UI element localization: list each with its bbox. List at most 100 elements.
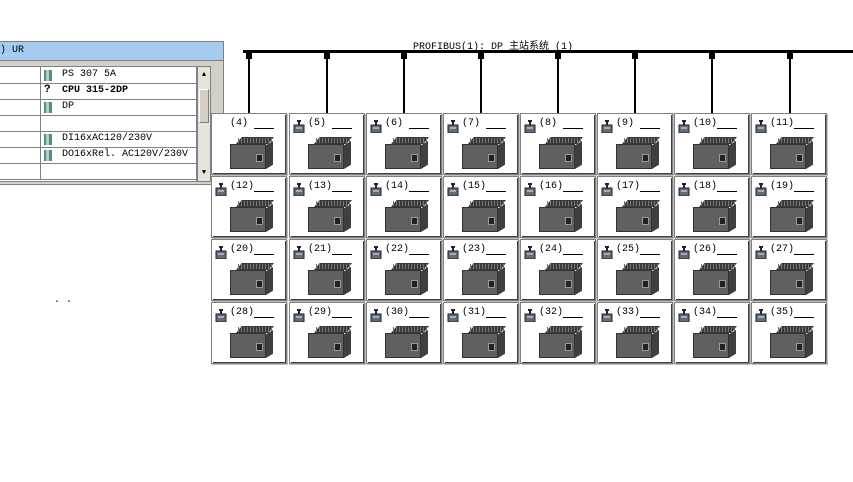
dp-slave-icon <box>678 120 690 134</box>
rack-slot-row[interactable]: DP <box>0 99 196 116</box>
slave-name-underline <box>486 317 506 318</box>
profibus-label: PROFIBUS(1): DP 主站系统 (1) <box>413 42 574 53</box>
slave-name-underline <box>794 317 814 318</box>
dp-slave-station[interactable]: (8) <box>520 113 596 175</box>
et200-device-icon <box>462 263 506 295</box>
dp-slave-station[interactable]: (23) <box>443 239 519 301</box>
dp-slave-icon <box>601 183 613 197</box>
slave-name-underline <box>409 128 429 129</box>
dp-slave-icon <box>755 183 767 197</box>
dp-slave-station[interactable]: (21) <box>289 239 365 301</box>
dp-slave-station[interactable]: (17) <box>597 176 673 238</box>
dp-slave-icon <box>601 246 613 260</box>
scroll-thumb[interactable] <box>199 89 209 123</box>
bus-drop-line <box>555 53 561 113</box>
et200-device-icon <box>230 137 274 169</box>
dp-slave-station[interactable]: (32) <box>520 302 596 364</box>
slave-name-underline <box>794 191 814 192</box>
et200-device-icon <box>462 200 506 232</box>
slave-address-label: (19) <box>770 181 795 192</box>
dp-slave-station[interactable]: (31) <box>443 302 519 364</box>
module-icon <box>44 70 52 81</box>
module-label: DO16xRel. AC120V/230V <box>62 149 189 160</box>
dp-slave-station[interactable]: (7) <box>443 113 519 175</box>
dp-slave-icon <box>215 183 227 197</box>
slave-name-underline <box>332 128 352 129</box>
dp-slave-icon <box>524 120 536 134</box>
rack-scrollbar[interactable]: ▲ ▼ <box>197 66 211 182</box>
dp-slave-station[interactable]: (18) <box>674 176 750 238</box>
dp-slave-station[interactable]: (15) <box>443 176 519 238</box>
dp-slave-station[interactable]: (26) <box>674 239 750 301</box>
rack-slot-row[interactable] <box>0 115 196 132</box>
dp-slave-station[interactable]: (19) <box>751 176 827 238</box>
rack-slot-row[interactable]: PS 307 5A <box>0 67 196 84</box>
dp-slave-icon <box>293 246 305 260</box>
slave-name-underline <box>717 128 737 129</box>
dp-slave-station[interactable]: (30) <box>366 302 442 364</box>
et200-device-icon <box>616 263 660 295</box>
dp-slave-station[interactable]: (12) <box>211 176 287 238</box>
dp-slave-station[interactable]: (33) <box>597 302 673 364</box>
dp-slave-station[interactable]: (35) <box>751 302 827 364</box>
et200-device-icon <box>230 200 274 232</box>
rack-slot-row[interactable]: DI16xAC120/230V <box>0 131 196 148</box>
dp-slave-icon <box>293 183 305 197</box>
slave-name-underline <box>717 191 737 192</box>
et200-device-icon <box>539 263 583 295</box>
dp-slave-station[interactable]: (27) <box>751 239 827 301</box>
slave-name-underline <box>254 317 274 318</box>
et200-device-icon <box>385 137 429 169</box>
dp-slave-station[interactable]: (6) <box>366 113 442 175</box>
dp-slave-station[interactable]: (25) <box>597 239 673 301</box>
et200-device-icon <box>770 137 814 169</box>
et200-device-icon <box>616 137 660 169</box>
slave-name-underline <box>563 254 583 255</box>
slave-name-underline <box>717 254 737 255</box>
slave-address-label: (18) <box>693 181 718 192</box>
module-label: DI16xAC120/230V <box>62 133 153 144</box>
rack-slot-row[interactable] <box>0 163 196 180</box>
dp-slave-station[interactable]: (28) <box>211 302 287 364</box>
slot-divider <box>40 163 41 179</box>
slave-name-underline <box>486 254 506 255</box>
dp-slave-station[interactable]: (29) <box>289 302 365 364</box>
slave-address-label: (16) <box>539 181 564 192</box>
scroll-up-icon[interactable]: ▲ <box>201 71 207 79</box>
dp-slave-station[interactable]: (20) <box>211 239 287 301</box>
slot-divider <box>40 147 41 163</box>
slave-address-label: (21) <box>308 244 333 255</box>
et200-device-icon <box>308 263 352 295</box>
dp-slave-station[interactable]: (9) <box>597 113 673 175</box>
dp-slave-station[interactable]: (11) <box>751 113 827 175</box>
profibus-line[interactable] <box>243 50 853 53</box>
dp-slave-station[interactable]: (16) <box>520 176 596 238</box>
et200-device-icon <box>693 200 737 232</box>
slave-name-underline <box>254 254 274 255</box>
et200-device-icon <box>230 326 274 358</box>
dp-slave-icon <box>215 246 227 260</box>
dp-slave-station[interactable]: (34) <box>674 302 750 364</box>
slave-name-underline <box>794 254 814 255</box>
dp-slave-icon <box>293 309 305 323</box>
slave-name-underline <box>486 128 506 129</box>
dp-slave-station[interactable]: (24) <box>520 239 596 301</box>
dp-slave-station[interactable]: (13) <box>289 176 365 238</box>
rack-slot-row[interactable]: DO16xRel. AC120V/230V <box>0 147 196 164</box>
slave-address-label: (25) <box>616 244 641 255</box>
slave-address-label: (35) <box>770 307 795 318</box>
dp-slave-station[interactable]: (10) <box>674 113 750 175</box>
bus-drop-line <box>478 53 484 113</box>
scroll-down-icon[interactable]: ▼ <box>201 169 207 177</box>
dp-slave-station[interactable]: (4) <box>211 113 287 175</box>
dp-slave-station[interactable]: (14) <box>366 176 442 238</box>
dp-slave-station[interactable]: (5) <box>289 113 365 175</box>
et200-device-icon <box>539 137 583 169</box>
et200-device-icon <box>385 200 429 232</box>
et200-device-icon <box>385 263 429 295</box>
rack-slot-row[interactable]: ?CPU 315-2DP <box>0 83 196 100</box>
dp-slave-icon <box>215 309 227 323</box>
dp-slave-station[interactable]: (22) <box>366 239 442 301</box>
